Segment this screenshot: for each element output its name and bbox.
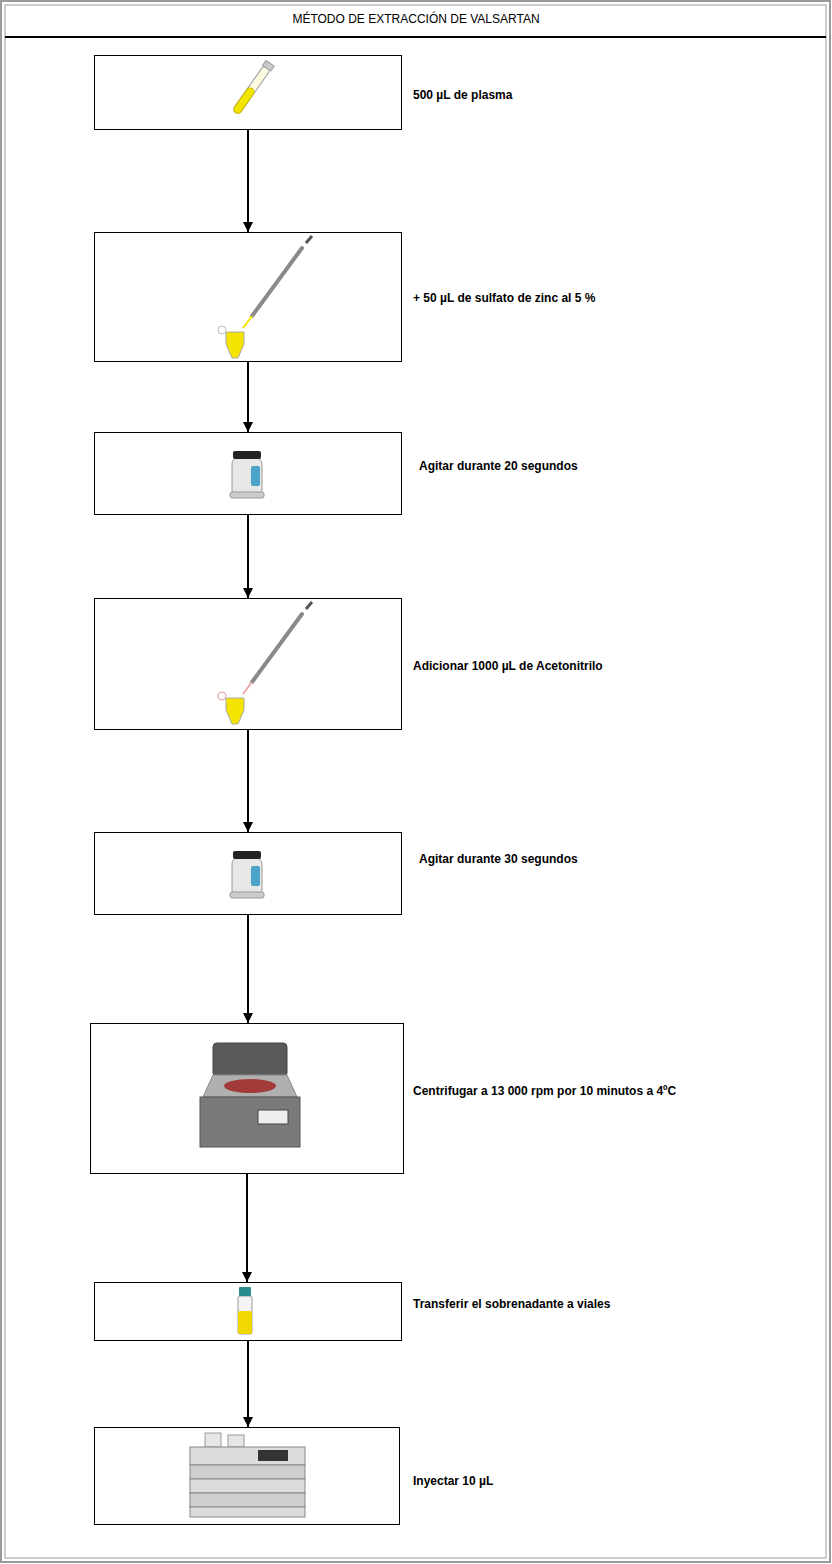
title-rule bbox=[5, 36, 826, 38]
vial-body bbox=[238, 1296, 252, 1334]
flow-arrow bbox=[247, 515, 249, 598]
step-label: Agitar durante 30 segundos bbox=[419, 851, 578, 867]
vortex-body bbox=[232, 458, 262, 496]
pipette-tip bbox=[243, 316, 252, 328]
eppendorf-tube bbox=[226, 332, 244, 358]
flow-arrow bbox=[247, 730, 249, 832]
vortex-mixer bbox=[230, 851, 264, 898]
process-box: Transferir el sobrenadante a viales bbox=[94, 1282, 402, 1341]
inner-frame bbox=[5, 5, 826, 1558]
hplc-module bbox=[190, 1479, 305, 1493]
pipette-plunger bbox=[306, 236, 312, 243]
diagram-title: MÉTODO DE EXTRACCIÓN DE VALSARTAN bbox=[0, 11, 832, 27]
centrifuge bbox=[200, 1043, 300, 1147]
vortex-mixer bbox=[230, 451, 264, 498]
flow-arrow bbox=[247, 130, 249, 232]
hplc-screen bbox=[258, 1450, 288, 1461]
flow-arrow bbox=[246, 1174, 248, 1282]
process-box: + 50 µL de sulfato de zinc al 5 % bbox=[94, 232, 402, 362]
vortex-cup bbox=[233, 851, 261, 859]
plasma-tube bbox=[232, 60, 275, 115]
vial-liquid bbox=[238, 1311, 252, 1334]
eppendorf-tube bbox=[226, 698, 244, 724]
centrifuge-display bbox=[258, 1110, 288, 1124]
vortex-cup bbox=[233, 451, 261, 459]
centrifuge-top bbox=[203, 1075, 297, 1097]
hplc-system bbox=[190, 1433, 305, 1517]
centrifuge-body bbox=[200, 1097, 300, 1147]
centrifuge-rotor bbox=[224, 1079, 276, 1093]
step-label: Transferir el sobrenadante a viales bbox=[413, 1296, 610, 1312]
process-box: Agitar durante 20 segundos bbox=[94, 432, 402, 515]
tube-cap bbox=[263, 60, 275, 71]
hplc-module bbox=[190, 1465, 305, 1479]
sample-vial bbox=[238, 1287, 252, 1334]
tube-liquid bbox=[232, 86, 255, 114]
pipette-body bbox=[252, 614, 302, 682]
process-box: Adicionar 1000 µL de Acetonitrilo bbox=[94, 598, 402, 730]
process-box: 500 µL de plasma bbox=[94, 55, 402, 130]
tube-lid bbox=[218, 326, 226, 334]
hplc-module bbox=[190, 1447, 305, 1465]
vortex-panel bbox=[251, 466, 260, 486]
step-label: Agitar durante 20 segundos bbox=[419, 458, 578, 474]
step-label: 500 µL de plasma bbox=[413, 87, 512, 103]
vortex-panel bbox=[251, 866, 260, 886]
process-box: Centrifugar a 13 000 rpm por 10 minutos … bbox=[90, 1023, 404, 1174]
pipette-tube bbox=[218, 602, 312, 724]
step-label: Centrifugar a 13 000 rpm por 10 minutos … bbox=[413, 1083, 676, 1099]
process-box: Agitar durante 30 segundos bbox=[94, 832, 402, 915]
vial-cap bbox=[239, 1287, 251, 1296]
pipette-tube bbox=[218, 236, 312, 358]
tube-lid bbox=[218, 692, 226, 700]
hplc-module bbox=[190, 1493, 305, 1507]
tube-body bbox=[232, 65, 270, 115]
hplc-module bbox=[190, 1507, 305, 1517]
flow-arrow bbox=[247, 915, 249, 1023]
step-label: Inyectar 10 µL bbox=[413, 1473, 493, 1489]
vortex-base bbox=[230, 492, 264, 498]
flow-arrow bbox=[247, 1341, 249, 1427]
step-label: Adicionar 1000 µL de Acetonitrilo bbox=[413, 658, 603, 674]
flow-arrow bbox=[247, 362, 249, 432]
pipette-body bbox=[252, 248, 302, 316]
pipette-plunger bbox=[306, 602, 312, 609]
vortex-body bbox=[232, 858, 262, 896]
process-box: Inyectar 10 µL bbox=[94, 1427, 400, 1525]
step-label: + 50 µL de sulfato de zinc al 5 % bbox=[413, 290, 595, 306]
vortex-base bbox=[230, 892, 264, 898]
solvent-bottle bbox=[228, 1435, 244, 1447]
solvent-bottle bbox=[205, 1433, 221, 1447]
pipette-tip bbox=[243, 682, 252, 694]
centrifuge-lid bbox=[213, 1043, 287, 1077]
